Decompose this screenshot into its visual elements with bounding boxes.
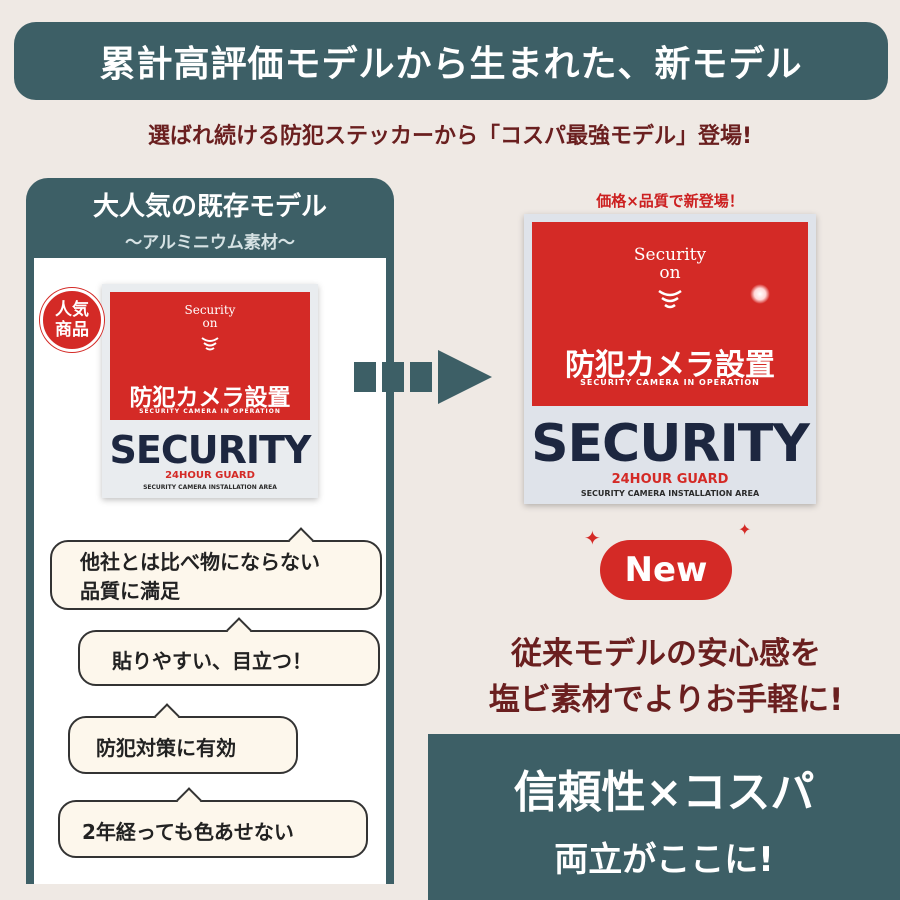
review-text: 他社とは比べ物にならない [80, 550, 320, 574]
sticker-area-text: SECURITY CAMERA INSTALLATION AREA [143, 484, 277, 491]
sparkle-icon: ✦ [738, 520, 752, 539]
sticker-guard-text: 24HOUR GUARD [165, 470, 255, 481]
panel-subtitle: ～アルミニウム素材～ [125, 233, 295, 253]
sticker-red-area: Security on 防犯カメラ設置 SECURITY CAMERA IN O… [532, 222, 808, 406]
sticker-jp-title: 防犯カメラ設置 [129, 385, 291, 411]
new-badge: New [600, 540, 732, 600]
wave-icon [201, 337, 219, 351]
review-bubble: 他社とは比べ物にならない 貼りやすい、目立つ！ 品質に満足 [50, 527, 382, 610]
arrow-icon [352, 346, 492, 414]
sticker-security-text: Security [633, 245, 707, 265]
review-text: 貼りやすい、目立つ！ [112, 649, 312, 673]
light-flare [750, 284, 770, 304]
existing-sticker-image: Security on 防犯カメラ設置 SECURITY CAMERA IN O… [102, 284, 318, 498]
sticker-security-word: SECURITY [531, 414, 810, 474]
review-text: 品質に満足 [80, 579, 180, 603]
sticker-area-text: SECURITY CAMERA INSTALLATION AREA [580, 489, 760, 498]
wave-icon [658, 289, 682, 309]
review-text: 2年経っても色あせない [82, 820, 294, 844]
badge-line2: 商品 [55, 320, 89, 340]
new-label: New [624, 550, 708, 590]
review-text: 防犯対策に有効 [96, 736, 236, 760]
new-sticker-image: Security on 防犯カメラ設置 SECURITY CAMERA IN O… [524, 214, 816, 504]
feature-text-line1: 従来モデルの安心感を [511, 636, 821, 672]
review-bubble: 貼りやすい、目立つ！ [78, 617, 380, 686]
review-bubble: 防犯対策に有効 [68, 703, 298, 774]
sticker-on-text: on [202, 316, 218, 330]
banner-title: 累計高評価モデルから生まれた、新モデル [99, 44, 803, 85]
cta-headline: 信頼性×コスパ [513, 767, 815, 818]
cta-box: 信頼性×コスパ 両立がここに! [428, 734, 900, 900]
sticker-guard-text: 24HOUR GUARD [611, 472, 729, 487]
cta-subline: 両立がここに! [554, 840, 774, 880]
price-note: 価格×品質で新登場！ [596, 192, 744, 210]
popular-badge: 人気 商品 [40, 288, 104, 352]
badge-line1: 人気 [55, 300, 89, 320]
header-banner: 累計高評価モデルから生まれた、新モデル [14, 22, 888, 100]
panel-title: 大人気の既存モデル [92, 192, 327, 222]
tagline: 選ばれ続ける防犯ステッカーから「コスパ最強モデル」登場! [147, 124, 753, 149]
sticker-en-subtitle: SECURITY CAMERA IN OPERATION [139, 408, 281, 415]
feature-text-line2: 塩ビ素材でよりお手軽に! [488, 682, 844, 718]
sticker-on-text: on [659, 263, 681, 283]
sticker-jp-title: 防犯カメラ設置 [565, 348, 775, 383]
review-bubble: 2年経っても色あせない [58, 787, 368, 858]
sparkle-icon: ✦ [584, 526, 601, 550]
sticker-red-area: Security on 防犯カメラ設置 SECURITY CAMERA IN O… [110, 292, 310, 420]
sticker-security-word: SECURITY [109, 428, 312, 472]
sticker-en-subtitle: SECURITY CAMERA IN OPERATION [580, 378, 760, 387]
sticker-security-text: Security [184, 303, 236, 317]
